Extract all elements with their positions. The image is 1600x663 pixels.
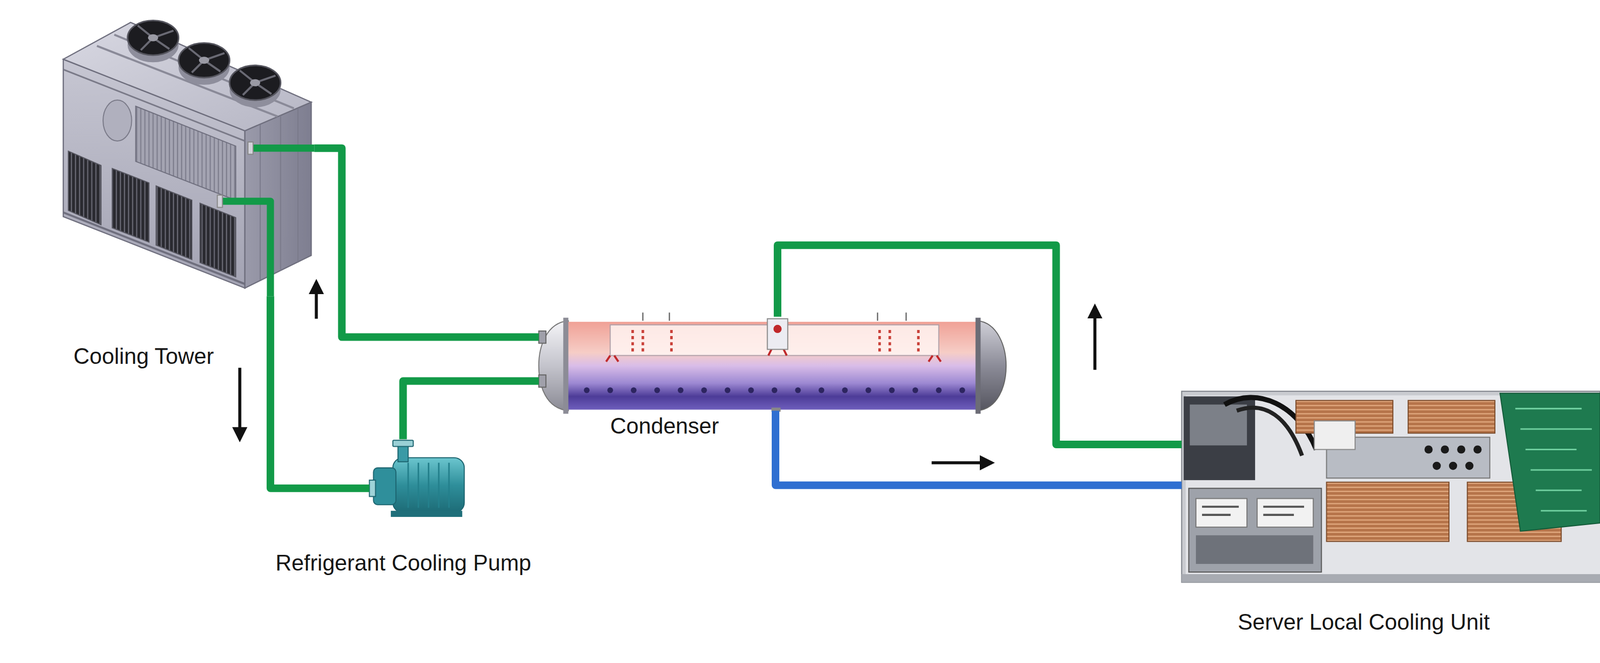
pipe-connector <box>270 295 370 488</box>
component-node: Refrigerant Cooling Pump <box>369 438 468 519</box>
pipe-connector <box>777 244 1182 444</box>
condenser-drawing <box>538 312 1007 414</box>
flow-arrow <box>238 367 242 440</box>
component-label: Condenser <box>610 413 719 438</box>
flow-arrow <box>931 461 992 465</box>
cooling-tower-drawing <box>63 20 315 296</box>
component-node: Cooling Tower <box>59 8 315 296</box>
component-label: Server Local Cooling Unit <box>1237 609 1490 634</box>
flow-arrow <box>1093 306 1097 370</box>
component-label: Cooling Tower <box>73 343 214 369</box>
component-node: Server Local Cooling Unit <box>1181 390 1600 582</box>
pipe-connector <box>403 380 539 439</box>
pump-drawing <box>369 439 465 517</box>
component-label: Refrigerant Cooling Pump <box>275 550 532 575</box>
server-drawing <box>1181 390 1600 582</box>
component-node: Condenser <box>538 316 1007 411</box>
pipe-connector <box>314 147 539 337</box>
flow-arrow <box>314 281 318 319</box>
